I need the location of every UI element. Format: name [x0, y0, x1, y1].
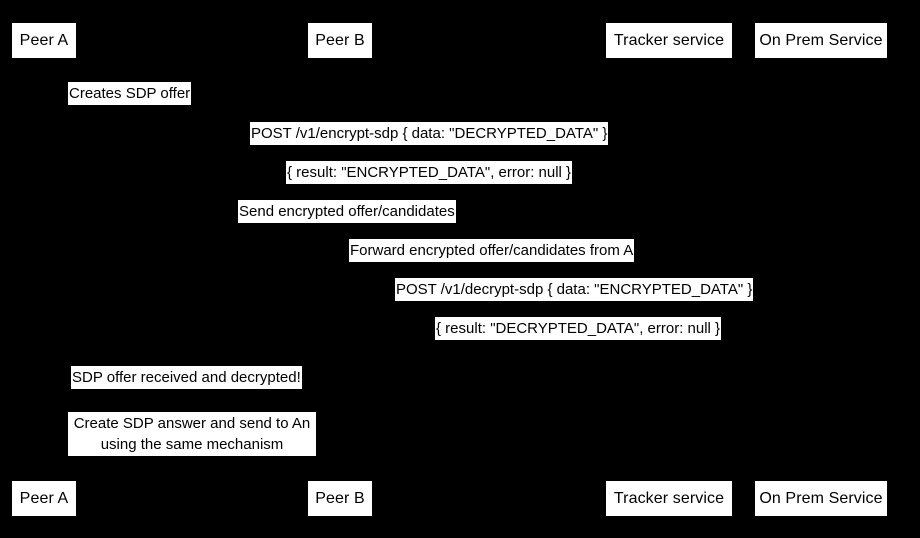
lifeline-peer-a: [44, 58, 45, 480]
arrow-head-encrypt-sdp-response: [44, 184, 52, 192]
participant-foot-on-prem[interactable]: On Prem Service: [754, 480, 888, 517]
arrow-head-post-encrypt-sdp: [813, 145, 821, 153]
message-label-sdp-offer-received: SDP offer received and decrypted!: [71, 366, 302, 389]
message-label-decrypt-sdp-response: { result: "DECRYPTED_DATA", error: null …: [435, 317, 722, 340]
note-create-sdp-answer: Create SDP answer and send to An using t…: [68, 412, 316, 456]
note-line-1: Create SDP answer and send to An: [73, 415, 311, 432]
arrow-post-encrypt-sdp: [44, 148, 821, 149]
arrow-send-encrypted-offer: [44, 226, 669, 227]
arrow-head-forward-encrypted-offer: [340, 262, 348, 270]
participant-foot-peer-a[interactable]: Peer A: [11, 480, 77, 517]
arrow-post-decrypt-sdp: [340, 304, 821, 305]
participant-head-on-prem[interactable]: On Prem Service: [754, 22, 888, 59]
participant-head-tracker[interactable]: Tracker service: [605, 22, 733, 59]
participant-foot-tracker[interactable]: Tracker service: [605, 480, 733, 517]
lifeline-tracker: [669, 58, 670, 480]
arrow-head-post-decrypt-sdp: [813, 301, 821, 309]
note-line-2: using the same mechanism: [100, 436, 284, 453]
participant-head-peer-a[interactable]: Peer A: [11, 22, 77, 59]
message-label-post-decrypt-sdp: POST /v1/decrypt-sdp { data: "ENCRYPTED_…: [395, 278, 754, 301]
message-label-encrypt-sdp-response: { result: "ENCRYPTED_DATA", error: null …: [286, 161, 573, 184]
participant-foot-peer-b[interactable]: Peer B: [307, 480, 373, 517]
message-label-send-encrypted-offer: Send encrypted offer/candidates: [238, 200, 456, 223]
participant-head-peer-b[interactable]: Peer B: [307, 22, 373, 59]
message-label-forward-encrypted-offer: Forward encrypted offer/candidates from …: [349, 239, 635, 262]
arrow-forward-encrypted-offer: [340, 265, 669, 266]
arrow-head-decrypt-sdp-response: [340, 340, 348, 348]
message-label-post-encrypt-sdp: POST /v1/encrypt-sdp { data: "DECRYPTED_…: [250, 122, 609, 145]
arrow-head-send-encrypted-offer: [661, 223, 669, 231]
arrow-decrypt-sdp-response: [340, 343, 821, 344]
message-label-creates-sdp-offer: Creates SDP offer: [68, 82, 192, 105]
lifeline-on-prem: [821, 58, 822, 480]
arrow-encrypt-sdp-response: [44, 187, 821, 188]
